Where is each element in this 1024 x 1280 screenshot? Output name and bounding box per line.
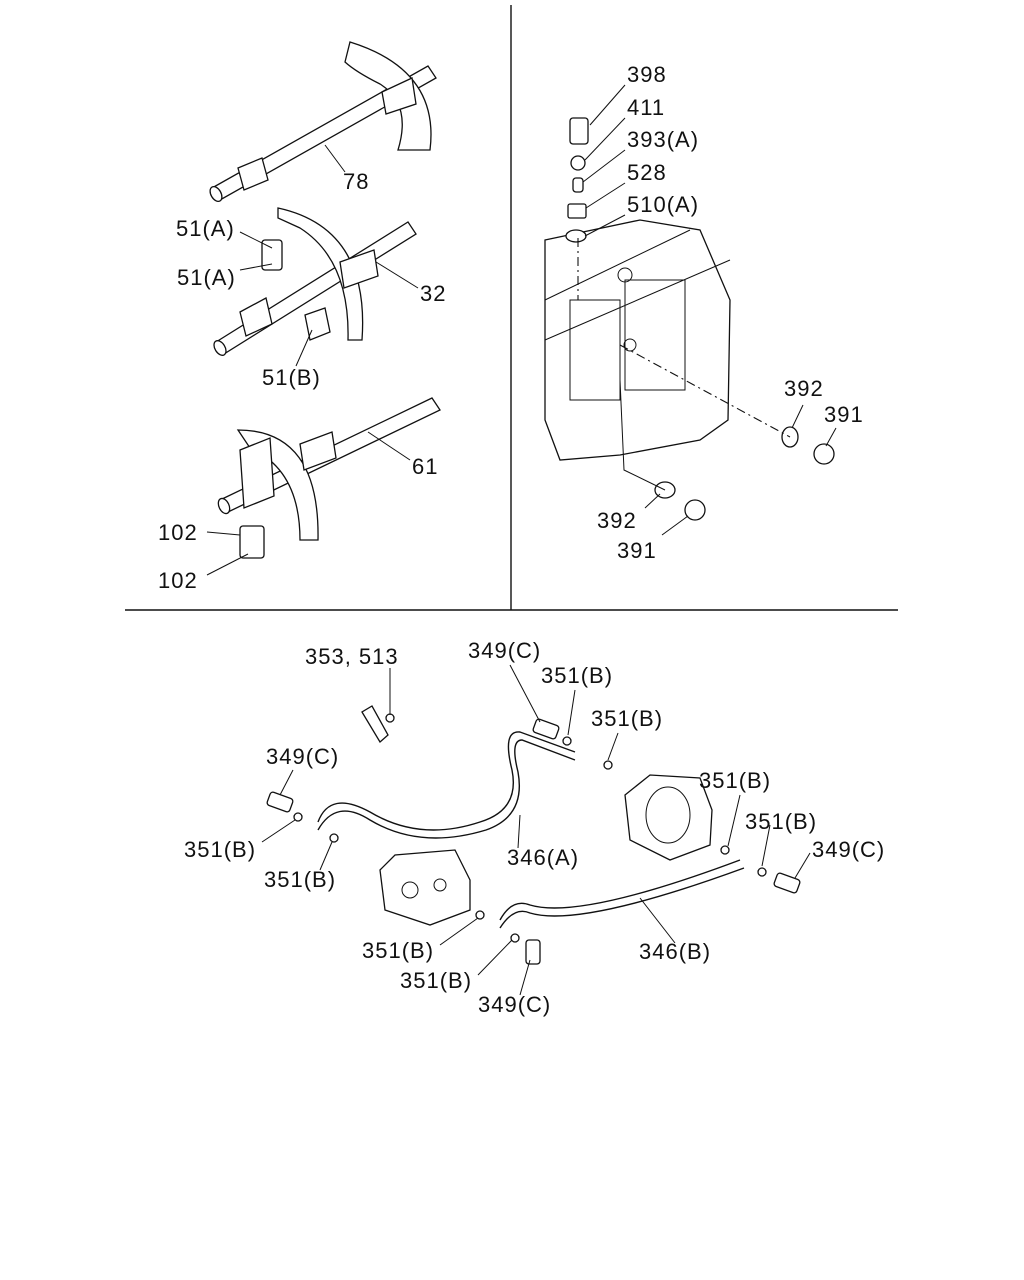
pin-102	[239, 525, 265, 559]
callout-32: 32	[420, 281, 446, 306]
sensor-398	[565, 117, 589, 243]
callout-392-right: 392	[784, 376, 824, 401]
valve-block-left	[379, 849, 471, 926]
callout-411: 411	[627, 95, 665, 120]
callout-393a: 393(A)	[627, 127, 699, 152]
callout-349c-right: 349(C)	[812, 837, 885, 862]
callout-349c-left: 349(C)	[266, 744, 339, 769]
shift-rail-78	[209, 41, 437, 203]
callout-102-upper: 102	[158, 520, 198, 545]
shift-rail-61	[217, 397, 441, 541]
callout-353-513: 353, 513	[305, 644, 399, 669]
callout-346b: 346(B)	[639, 939, 711, 964]
pipe-346b	[499, 859, 745, 929]
callout-351b-bottom-2: 351(B)	[400, 968, 472, 993]
callout-349c-bottom: 349(C)	[478, 992, 551, 1017]
callout-349c-top: 349(C)	[468, 638, 541, 663]
valve-block-right	[624, 774, 713, 861]
callout-61: 61	[412, 454, 438, 479]
callout-51a-upper: 51(A)	[176, 216, 235, 241]
callout-398: 398	[627, 62, 667, 87]
callout-351b-left-2: 351(B)	[264, 867, 336, 892]
callout-78: 78	[343, 169, 369, 194]
callout-391-bottom: 391	[617, 538, 657, 563]
callout-351b-top-1: 351(B)	[541, 663, 613, 688]
callout-351b-right-2: 351(B)	[745, 809, 817, 834]
callout-391-right: 391	[824, 402, 864, 427]
callout-351b-right-1: 351(B)	[699, 768, 771, 793]
callout-102-lower: 102	[158, 568, 198, 593]
pipe-346a	[317, 731, 576, 839]
callout-351b-top-2: 351(B)	[591, 706, 663, 731]
callout-528: 528	[627, 160, 667, 185]
callout-510a: 510(A)	[627, 192, 699, 217]
pin-51b	[304, 307, 331, 341]
callout-351b-bottom-1: 351(B)	[362, 938, 434, 963]
pin-51a	[261, 239, 283, 271]
callout-51a-lower: 51(A)	[177, 265, 236, 290]
bolts-washers	[266, 718, 801, 965]
clip-353-513	[361, 705, 395, 744]
callout-346a: 346(A)	[507, 845, 579, 870]
transmission-housing	[544, 219, 731, 461]
callout-51b: 51(B)	[262, 365, 321, 390]
callout-351b-left-1: 351(B)	[184, 837, 256, 862]
shift-rail-32	[213, 207, 417, 356]
callout-392-bottom: 392	[597, 508, 637, 533]
